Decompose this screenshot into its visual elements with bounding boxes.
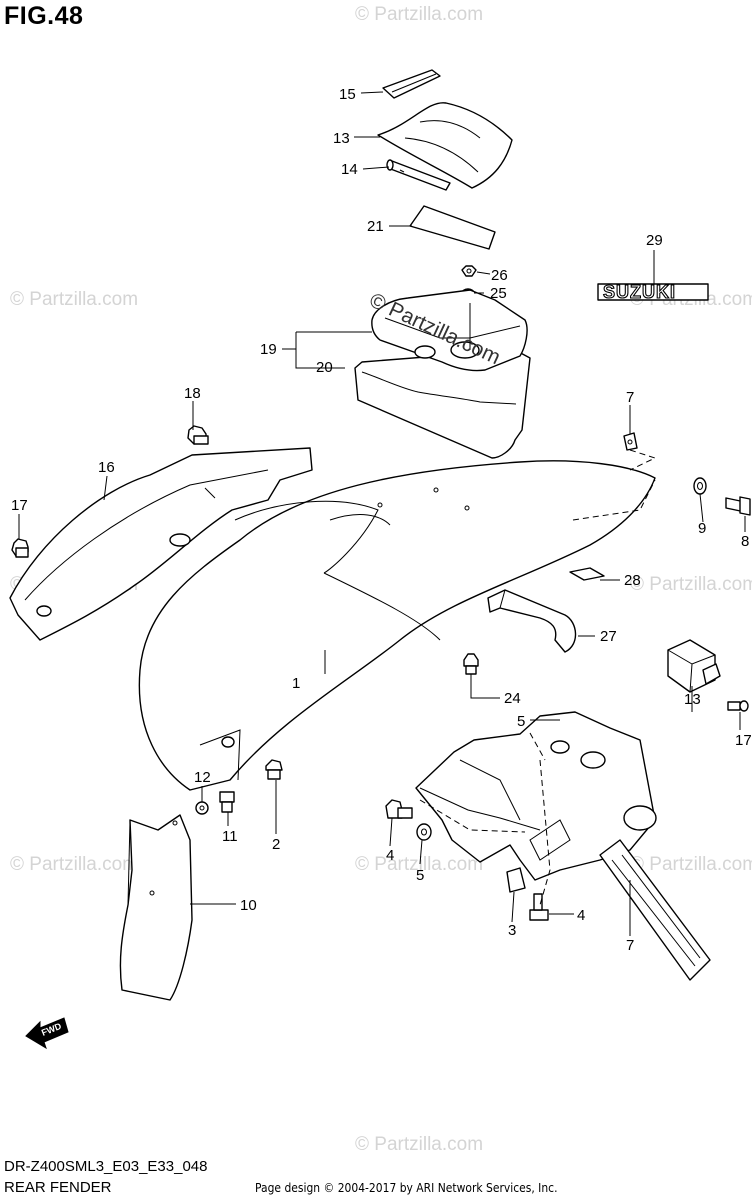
callout-label: 20 — [316, 359, 333, 376]
part-strap — [382, 69, 441, 99]
part-washer — [195, 801, 209, 815]
callout-label: 11 — [222, 828, 238, 845]
brand-emblem-text: SUZUKI — [603, 282, 676, 302]
callout-label: 29 — [646, 232, 663, 249]
part-bolt — [463, 653, 479, 675]
watermark-text: © Partzilla.com — [630, 854, 752, 875]
part-screw — [727, 700, 749, 712]
part-bolt — [529, 893, 549, 921]
part-license-bracket — [415, 711, 711, 981]
part-bolt — [219, 791, 235, 813]
callout-label: 24 — [504, 690, 521, 707]
callout-label: 13 — [684, 691, 701, 708]
part-bolt — [265, 759, 283, 780]
part-rear-fender — [138, 460, 656, 791]
callout-label: 7 — [626, 937, 634, 954]
part-battery-box: © Partzilla.com — [354, 289, 531, 459]
leader-lines — [18, 91, 746, 936]
callout-label: 4 — [577, 907, 585, 924]
callout-label: 8 — [741, 533, 749, 550]
part-bolt — [725, 496, 751, 516]
callout-labels: 15 13 14 21 29 26 25 19 20 18 7 16 17 9 … — [11, 86, 752, 954]
watermark-text: © Partzilla.com — [10, 289, 138, 310]
callout-label: 26 — [491, 267, 508, 284]
callout-label: 3 — [508, 922, 516, 939]
callout-label: 10 — [240, 897, 257, 914]
watermark-text: © Partzilla.com — [355, 854, 483, 875]
part-clip — [623, 432, 657, 471]
section-name: REAR FENDER — [4, 1179, 112, 1196]
forward-arrow-icon: FWD — [25, 1017, 69, 1050]
callout-label: 5 — [517, 713, 525, 730]
part-bolt — [385, 799, 413, 819]
copyright-credit: Page design © 2004-2017 by ARI Network S… — [255, 1180, 558, 1195]
part-collar — [416, 823, 432, 841]
callout-label: 17 — [735, 732, 752, 749]
watermark-text: © Partzilla.com — [10, 854, 138, 875]
callout-label: 9 — [698, 520, 706, 537]
part-side-cover — [9, 447, 313, 641]
callout-label: 27 — [600, 628, 617, 645]
callout-label: 17 — [11, 497, 28, 514]
part-bolt — [187, 425, 209, 445]
figure-title: FIG.48 — [4, 2, 84, 30]
callout-label: 12 — [194, 769, 211, 786]
callout-label: 14 — [341, 161, 358, 178]
part-suzuki-emblem: SUZUKI — [597, 281, 709, 303]
part-pad — [409, 205, 496, 250]
callout-label: 19 — [260, 341, 277, 358]
callout-label: 7 — [626, 389, 634, 406]
callout-label: 15 — [339, 86, 356, 103]
callout-label: 4 — [386, 847, 394, 864]
part-bolt — [11, 538, 29, 558]
callout-label: 16 — [98, 459, 115, 476]
callout-label: 1 — [292, 675, 300, 692]
part-mud-flap — [119, 814, 193, 1001]
part-pad — [569, 567, 605, 581]
part-clip — [506, 867, 526, 893]
callout-label: 2 — [272, 836, 280, 853]
callout-label: 25 — [490, 285, 507, 302]
model-code: DR-Z400SML3_E03_E33_048 — [4, 1158, 208, 1175]
watermark-text: © Partzilla.com — [630, 574, 752, 595]
part-relay — [667, 639, 721, 693]
part-washer — [693, 477, 707, 495]
part-grab-handle — [487, 589, 577, 653]
callout-label: 13 — [333, 130, 350, 147]
callout-label: 28 — [624, 572, 641, 589]
callout-label: 18 — [184, 385, 201, 402]
part-nut — [461, 265, 477, 277]
callout-label: 21 — [367, 218, 384, 235]
watermark-text: © Partzilla.com — [355, 1134, 483, 1155]
part-tool-bag — [377, 102, 513, 189]
callout-label: 5 — [416, 867, 424, 884]
watermark-text: © Partzilla.com — [355, 4, 483, 25]
